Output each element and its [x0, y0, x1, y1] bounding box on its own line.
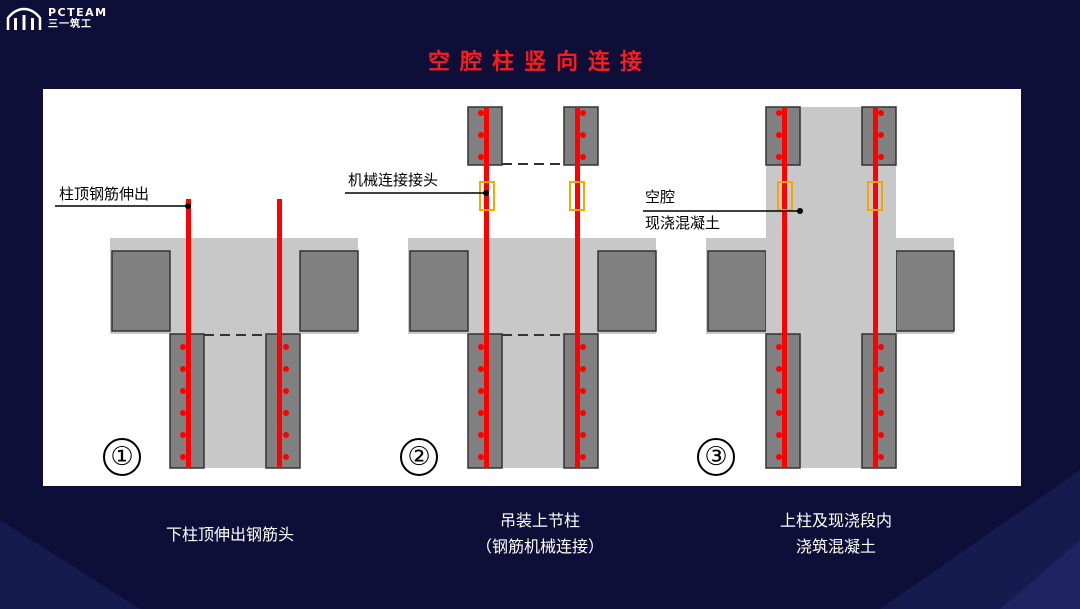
step-2-drawing	[345, 106, 657, 469]
caption-step-3: 上柱及现浇段内 浇筑混凝土	[736, 508, 936, 560]
step-number-1: ①	[103, 438, 141, 476]
callout-cavity: 空腔	[645, 188, 676, 206]
caption-step-3-line-1: 上柱及现浇段内	[779, 511, 892, 530]
step-3-drawing	[643, 106, 955, 469]
callout-rebar-extension: 柱顶钢筋伸出	[59, 185, 150, 203]
caption-step-3-line-2: 浇筑混凝土	[795, 537, 876, 556]
callout-cast-in-place-concrete: 现浇混凝土	[645, 214, 721, 232]
logo-brand: PCTEAM	[48, 6, 108, 19]
step-number-2: ②	[400, 438, 438, 476]
caption-step-2-line-2: （钢筋机械连接）	[475, 537, 604, 556]
caption-step-2-line-1: 吊装上节柱	[499, 511, 580, 530]
step-1-drawing	[55, 199, 359, 469]
caption-step-1: 下柱顶伸出钢筋头	[130, 522, 330, 548]
logo-subtitle: 三一筑工	[48, 19, 92, 30]
callout-mechanical-coupler: 机械连接接头	[348, 171, 439, 189]
logo-icon	[6, 7, 42, 30]
caption-step-2: 吊装上节柱 （钢筋机械连接）	[440, 508, 640, 560]
step-number-3: ③	[697, 438, 735, 476]
page-title: 空腔柱竖向连接	[427, 50, 652, 75]
diagram-svg	[55, 106, 955, 469]
caption-step-1-line-1: 下柱顶伸出钢筋头	[165, 525, 294, 544]
logo: PCTEAM 三一筑工	[6, 6, 108, 32]
diagram-panel: 柱顶钢筋伸出 机械连接接头 空腔 现浇混凝土 ① ② ③	[43, 89, 1021, 486]
